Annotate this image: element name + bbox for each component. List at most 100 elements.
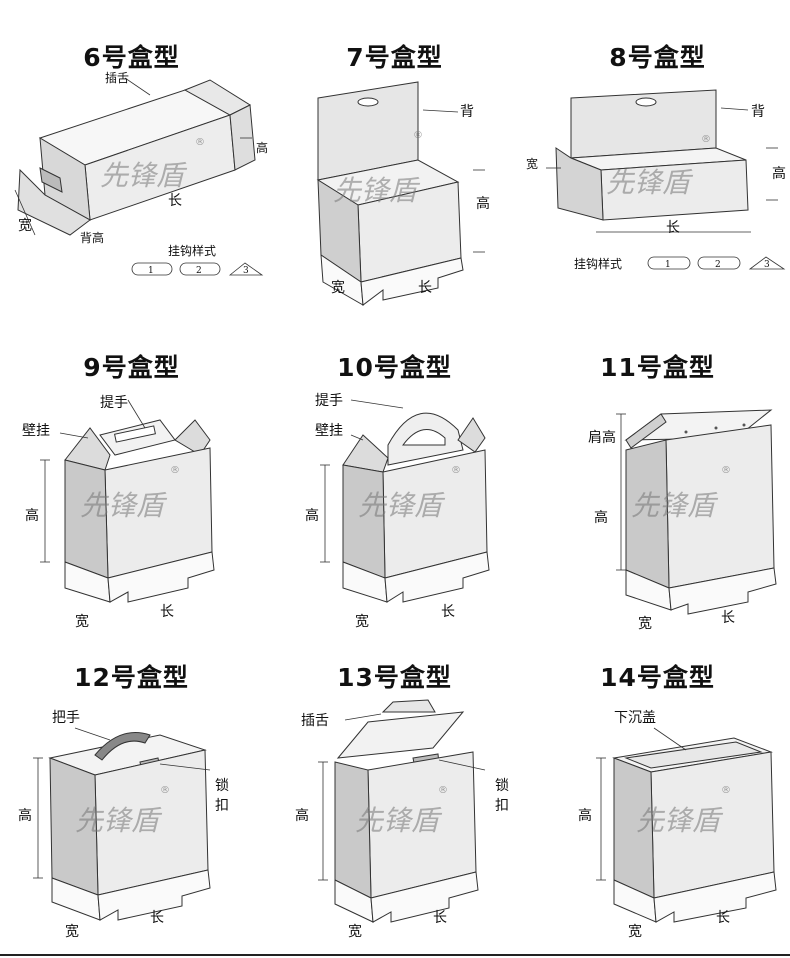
watermark-brand: 先锋盾 — [606, 166, 694, 199]
watermark-mark: ® — [170, 465, 180, 476]
label-lock-2: 扣 — [495, 798, 509, 814]
watermark-mark: ® — [195, 137, 205, 148]
box-title: 7号盒型 — [346, 43, 443, 72]
label-length: 长 — [150, 910, 164, 926]
box-title: 10号盒型 — [337, 353, 452, 382]
box-title: 13号盒型 — [337, 663, 452, 692]
box-type-11: 11号盒型 肩高 高 宽 长 先锋盾 ® — [526, 330, 789, 640]
label-height: 高 — [594, 509, 608, 526]
box-title: 11号盒型 — [600, 353, 715, 382]
bottom-rule — [0, 954, 790, 956]
label-back: 背 — [751, 104, 765, 120]
watermark-brand: 先锋盾 — [80, 489, 168, 522]
label-width: 宽 — [331, 279, 345, 296]
box-type-9: 9号盒型 提手 壁挂 高 宽 长 先锋盾 ® — [0, 330, 263, 640]
hook-style-1 — [131, 262, 173, 276]
hook-style-3-num: 3 — [764, 260, 770, 270]
box-type-13: 13号盒型 插舌 锁 扣 高 宽 长 先锋盾 — [263, 640, 526, 950]
watermark-mark: ® — [701, 134, 711, 145]
box-title: 14号盒型 — [600, 663, 715, 692]
label-width: 宽 — [65, 923, 79, 940]
watermark-brand: 先锋盾 — [355, 804, 443, 837]
box-title: 6号盒型 — [83, 43, 180, 72]
hook-style-1 — [647, 256, 691, 270]
hook-style-1-num: 1 — [148, 266, 154, 276]
watermark-mark: ® — [721, 785, 731, 796]
label-length: 长 — [168, 193, 182, 209]
label-width: 宽 — [355, 613, 369, 630]
label-sunk-lid: 下沉盖 — [614, 710, 656, 726]
hook-style-2 — [179, 262, 221, 276]
label-handle: 提手 — [100, 395, 128, 411]
label-length: 长 — [666, 220, 680, 236]
box-14-diagram: 下沉盖 高 宽 长 先锋盾 ® — [578, 710, 777, 940]
label-wall-hang: 壁挂 — [315, 423, 343, 439]
watermark-mark: ® — [160, 785, 170, 796]
hook-styles-label: 挂钩样式 — [168, 243, 216, 258]
label-width: 宽 — [348, 923, 362, 940]
label-width: 宽 — [75, 613, 89, 630]
watermark-brand: 先锋盾 — [631, 489, 719, 522]
box-13-diagram: 插舌 锁 扣 高 宽 长 先锋盾 ® — [295, 699, 509, 940]
label-height: 高 — [25, 507, 39, 524]
label-height: 高 — [772, 165, 786, 182]
label-length: 长 — [160, 604, 174, 620]
watermark-brand: 先锋盾 — [333, 174, 421, 207]
watermark-mark: ® — [721, 465, 731, 476]
label-height: 高 — [305, 507, 319, 524]
hook-style-3-num: 3 — [243, 266, 249, 276]
box-type-7: 7号盒型 背 高 宽 长 先锋盾 ® — [263, 20, 526, 330]
label-lock-1: 锁 — [495, 778, 509, 794]
label-length: 长 — [441, 604, 455, 620]
label-height: 高 — [18, 807, 32, 824]
label-length: 长 — [716, 910, 730, 926]
label-height: 高 — [578, 807, 592, 824]
box-type-10: 10号盒型 提手 壁挂 高 宽 长 先锋盾 ® — [263, 330, 526, 640]
hook-style-1-num: 1 — [665, 260, 671, 270]
box-title: 9号盒型 — [83, 353, 180, 382]
box-12-diagram: 把手 锁 扣 高 宽 长 先锋盾 ® — [18, 710, 229, 940]
box-11-diagram: 肩高 高 宽 长 先锋盾 ® — [588, 409, 777, 632]
box-title: 12号盒型 — [74, 663, 189, 692]
label-width: 宽 — [638, 615, 652, 632]
box-10-diagram: 提手 壁挂 高 宽 长 先锋盾 ® — [305, 393, 490, 630]
label-height: 高 — [476, 195, 490, 212]
hook-style-2-num: 2 — [715, 260, 721, 270]
label-length: 长 — [418, 280, 432, 296]
box-type-6: 6号盒型 插舌 宽 背高 长 高 先锋盾 ® 挂钩样式 — [0, 20, 268, 330]
label-back: 背 — [460, 104, 474, 120]
box-7-diagram: 背 高 宽 长 先锋盾 ® — [316, 81, 490, 306]
box-type-12: 12号盒型 把手 锁 扣 高 宽 长 先锋盾 — [0, 640, 263, 950]
label-length: 长 — [433, 910, 447, 926]
box-type-14: 14号盒型 下沉盖 高 宽 长 先锋盾 ® — [526, 640, 789, 950]
label-lock-1: 锁 — [215, 778, 229, 794]
watermark-mark: ® — [438, 785, 448, 796]
box-8-diagram: 背 宽 高 长 先锋盾 ® 挂钩样式 1 2 3 — [526, 89, 786, 271]
box-6-diagram: 插舌 宽 背高 长 高 先锋盾 ® 挂钩样式 1 2 3 — [14, 71, 268, 276]
watermark-brand: 先锋盾 — [100, 159, 188, 192]
label-shoulder-height: 肩高 — [588, 429, 616, 446]
label-width: 宽 — [628, 923, 642, 940]
hook-styles-label: 挂钩样式 — [574, 256, 622, 271]
box-title: 8号盒型 — [609, 43, 706, 72]
hook-style-3 — [748, 256, 786, 270]
label-length: 长 — [721, 610, 735, 626]
watermark-mark: ® — [451, 465, 461, 476]
label-height: 高 — [256, 140, 268, 155]
watermark-mark: ® — [413, 130, 423, 141]
hook-style-3 — [228, 262, 264, 276]
label-lock-2: 扣 — [215, 798, 229, 814]
label-grip: 把手 — [52, 710, 80, 726]
watermark-brand: 先锋盾 — [358, 489, 446, 522]
label-height: 高 — [295, 807, 309, 824]
label-handle: 提手 — [315, 393, 343, 409]
label-width: 宽 — [18, 217, 32, 234]
box-type-8: 8号盒型 背 宽 高 长 先锋盾 ® 挂钩样式 — [526, 20, 789, 330]
hook-style-2 — [697, 256, 741, 270]
label-tongue: 插舌 — [301, 713, 329, 729]
watermark-brand: 先锋盾 — [636, 804, 724, 837]
watermark-brand: 先锋盾 — [75, 804, 163, 837]
label-width: 宽 — [526, 156, 538, 171]
hook-style-2-num: 2 — [196, 266, 202, 276]
box-9-diagram: 提手 壁挂 高 宽 长 先锋盾 ® — [22, 395, 215, 630]
